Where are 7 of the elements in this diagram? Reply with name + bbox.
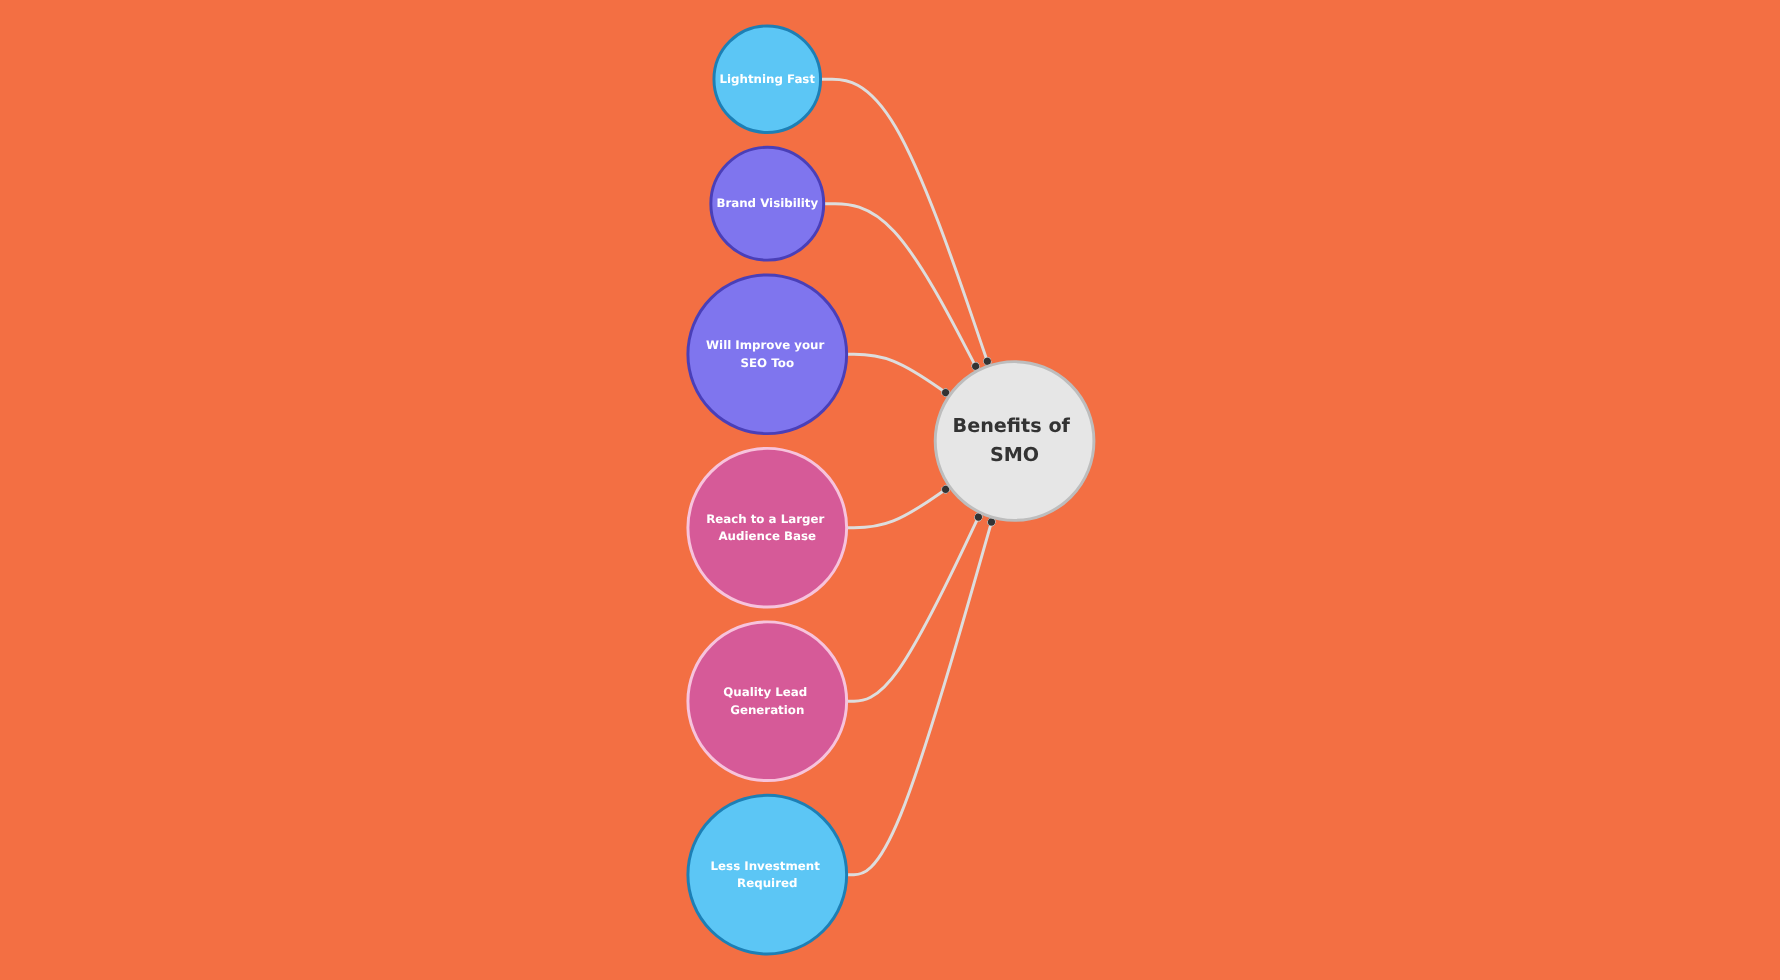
connector xyxy=(845,484,950,530)
connector xyxy=(845,352,950,398)
node-circle: Benefits of SMO xyxy=(932,360,1095,522)
connector xyxy=(819,77,991,367)
connector xyxy=(845,516,995,877)
connector xyxy=(845,512,982,703)
connector xyxy=(822,202,980,372)
